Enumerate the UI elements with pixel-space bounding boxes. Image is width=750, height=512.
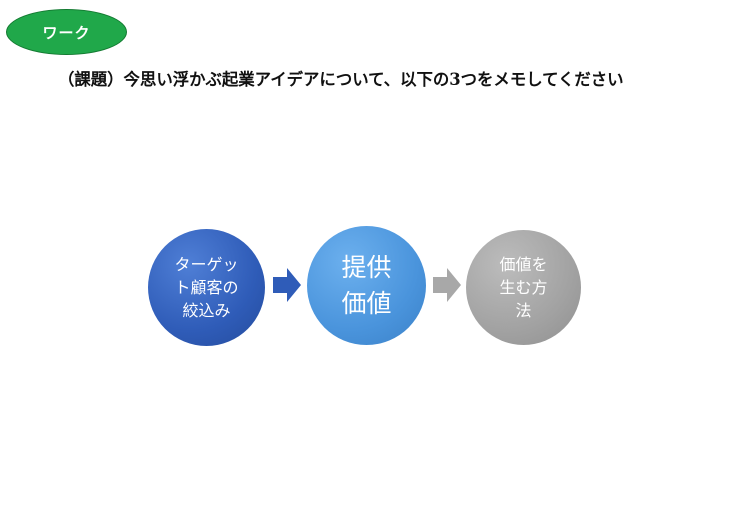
step-value-creation-method: 価値を 生む方 法	[466, 230, 581, 345]
step-value-creation-method-label: 価値を 生む方 法	[499, 255, 548, 320]
task-instruction: （課題）今思い浮かぶ起業アイデアについて、以下の3つをメモしてください	[58, 70, 624, 89]
work-badge-label: ワーク	[42, 23, 91, 42]
right-arrow-icon	[273, 268, 301, 302]
right-arrow-icon	[433, 268, 461, 302]
step-target-customer-label: ターゲッ ト顧客の 絞込み	[174, 255, 239, 320]
step-value-proposition: 提供 価値	[307, 226, 426, 345]
work-badge: ワーク	[6, 9, 127, 55]
step-value-proposition-label: 提供 価値	[341, 252, 392, 318]
step-target-customer: ターゲッ ト顧客の 絞込み	[148, 229, 265, 346]
